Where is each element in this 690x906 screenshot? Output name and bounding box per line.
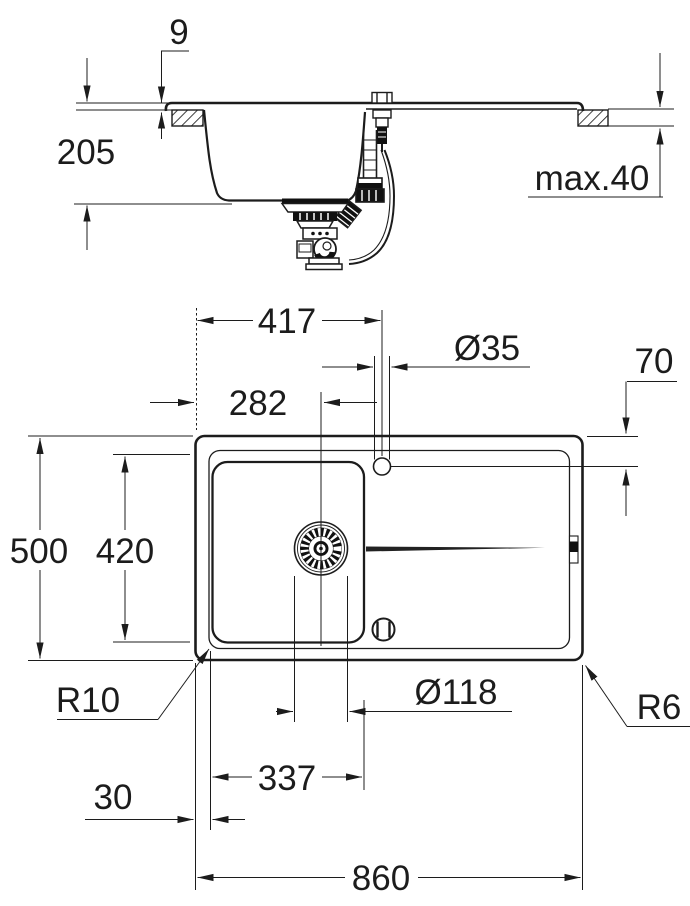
dim-overall-depth: 500 bbox=[10, 435, 193, 661]
dim-label-max40: max.40 bbox=[535, 159, 650, 198]
remote-drain-knob bbox=[371, 617, 396, 642]
edge-clip bbox=[568, 535, 579, 564]
drain-trap-assembly bbox=[280, 198, 350, 271]
dim-edge-to-bowl: 30 bbox=[85, 778, 245, 824]
bowl-outline bbox=[211, 460, 366, 644]
dim-flange-height: 9 bbox=[157, 13, 189, 139]
section-view: 9 205 max.40 bbox=[57, 13, 674, 271]
dim-drain-from-left: 282 bbox=[150, 384, 377, 423]
dim-label-860: 860 bbox=[352, 859, 410, 898]
dim-tap-hole-diameter: Ø35 bbox=[322, 329, 530, 371]
dim-bowl-corner-radius: R10 bbox=[56, 648, 210, 720]
dim-drain-diameter: Ø118 bbox=[276, 576, 512, 722]
faucet-hole bbox=[372, 310, 392, 476]
dim-label-417: 417 bbox=[258, 302, 316, 341]
dim-label-d118: Ø118 bbox=[414, 673, 497, 712]
dim-bowl-inner-depth: 420 bbox=[96, 454, 190, 643]
dim-label-9: 9 bbox=[169, 13, 188, 52]
control-cable bbox=[348, 149, 396, 265]
dim-label-r10: R10 bbox=[56, 681, 120, 720]
dim-label-420: 420 bbox=[96, 532, 154, 571]
dim-overall-width: 860 bbox=[195, 663, 581, 898]
dim-bowl-depth-section: 205 bbox=[57, 58, 232, 250]
dim-label-30: 30 bbox=[94, 778, 133, 817]
dim-label-282: 282 bbox=[229, 384, 287, 423]
drainboard-groove bbox=[366, 546, 545, 552]
dim-label-205: 205 bbox=[57, 133, 115, 172]
dim-outer-corner-radius: R6 bbox=[582, 665, 690, 890]
dim-label-500: 500 bbox=[10, 532, 68, 571]
plan-view: 417 Ø35 282 70 500 bbox=[10, 302, 690, 898]
countertop-cross-section bbox=[76, 102, 674, 127]
overflow-standpipe bbox=[333, 130, 385, 229]
dim-tap-from-left: 417 bbox=[196, 302, 381, 430]
dim-label-r6: R6 bbox=[637, 688, 682, 727]
dim-counter-thickness: max.40 bbox=[528, 53, 664, 198]
dim-label-337: 337 bbox=[258, 759, 316, 798]
faucet-fixture-section bbox=[371, 91, 393, 152]
dim-label-d35: Ø35 bbox=[454, 329, 520, 368]
dim-label-70: 70 bbox=[635, 342, 674, 381]
dim-tap-from-top: 70 bbox=[391, 342, 677, 516]
dim-bowl-width: 337 bbox=[210, 651, 365, 830]
